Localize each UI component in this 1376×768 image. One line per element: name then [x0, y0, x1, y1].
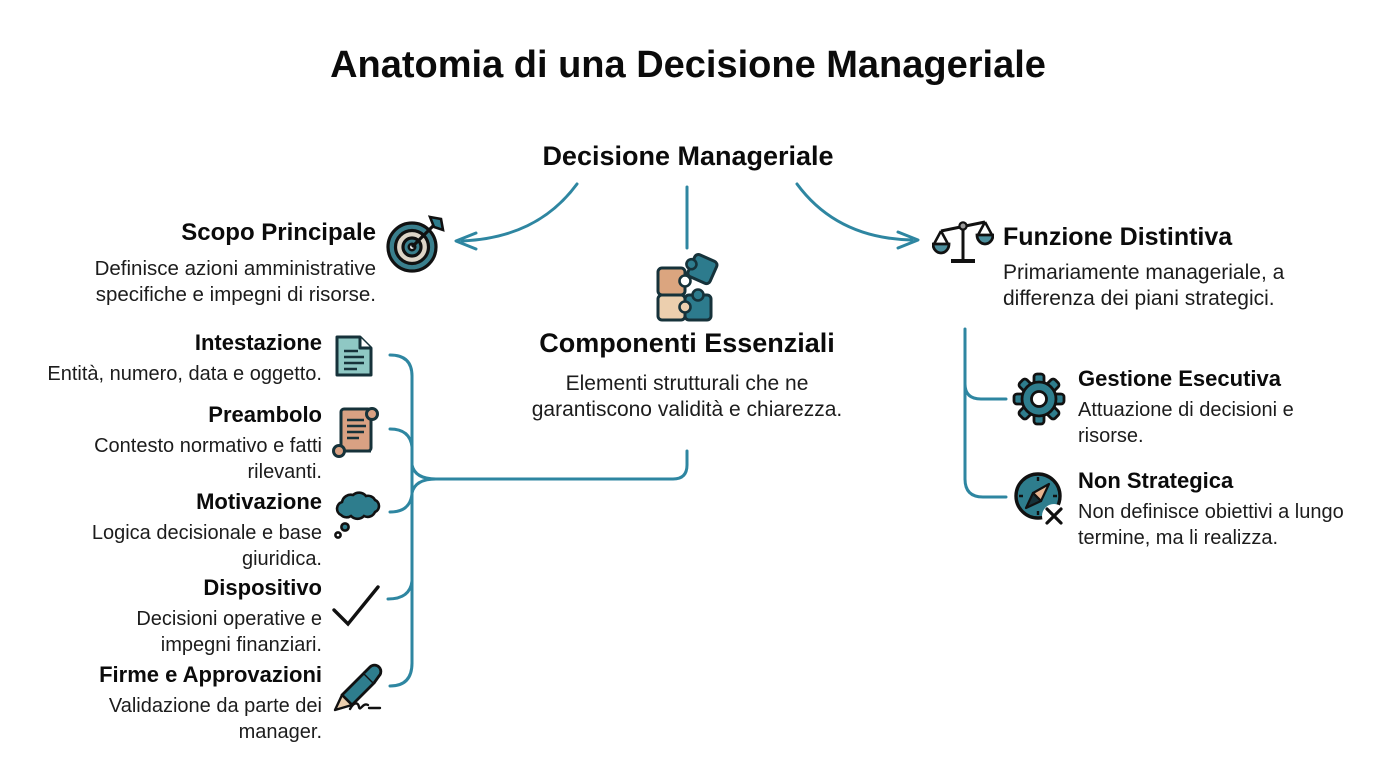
componenti-title: Componenti Essenziali	[539, 328, 835, 358]
gestione-description: Attuazione di decisioni e risorse.	[1078, 399, 1294, 447]
non-strategica-description: Non definisce obiettivi a lungo termine,…	[1078, 501, 1344, 549]
scales-icon	[931, 208, 995, 277]
item-firme-title: Firme e Approvazioni	[99, 662, 322, 687]
funzione-stub-non-strategica	[963, 477, 1008, 499]
brace-stub-firme	[388, 661, 414, 688]
arrowhead-left	[454, 231, 478, 251]
funzione-stub-gestione	[963, 382, 1008, 401]
scopo-title: Scopo Principale	[181, 219, 376, 246]
brace-stub-motivazione	[388, 492, 414, 514]
connector-root-to-funzione	[795, 182, 914, 242]
target-icon	[385, 211, 447, 282]
connector-root-to-scopo	[460, 182, 579, 243]
page-title: Anatomia di una Decisione Manageriale	[330, 44, 1046, 86]
arrowhead-right	[896, 230, 920, 250]
connector-componenti-to-brace	[434, 449, 689, 481]
brace-stub-preambolo	[388, 427, 414, 449]
componenti-description: Elementi strutturali che ne garantiscono…	[531, 372, 843, 422]
pen-icon	[328, 657, 386, 718]
brace-stub-intestazione	[388, 353, 414, 378]
item-motivazione-description: Logica decisionale e base giuridica.	[91, 522, 322, 570]
item-intestazione-title: Intestazione	[194, 330, 322, 355]
funzione-description: Primariamente manageriale, a differenza …	[1003, 261, 1285, 311]
gestione-title: Gestione Esecutiva	[1078, 366, 1281, 391]
funzione-title: Funzione Distintiva	[1003, 223, 1233, 251]
item-firme-description: Validazione da parte dei manager.	[108, 695, 322, 743]
item-preambolo-title: Preambolo	[208, 402, 322, 427]
item-intestazione-description: Entità, numero, data e oggetto.	[47, 363, 322, 385]
item-motivazione-title: Motivazione	[196, 489, 322, 514]
scroll-icon	[332, 403, 382, 464]
brace-stub-dispositivo	[386, 579, 414, 601]
checkmark-icon	[330, 583, 382, 634]
gear-icon	[1012, 372, 1066, 431]
compass-icon	[1012, 470, 1070, 535]
thought-bubble-icon	[332, 487, 384, 552]
item-preambolo-description: Contesto normativo e fatti rilevanti.	[94, 435, 322, 483]
root-node-label: Decisione Manageriale	[542, 141, 834, 171]
item-dispositivo-description: Decisioni operative e impegni finanziari…	[136, 608, 322, 656]
scopo-description: Definisce azioni amministrative specific…	[94, 257, 376, 306]
document-icon	[333, 333, 375, 384]
puzzle-icon	[650, 252, 724, 329]
item-dispositivo-title: Dispositivo	[203, 575, 322, 600]
non-strategica-title: Non Strategica	[1078, 468, 1234, 493]
